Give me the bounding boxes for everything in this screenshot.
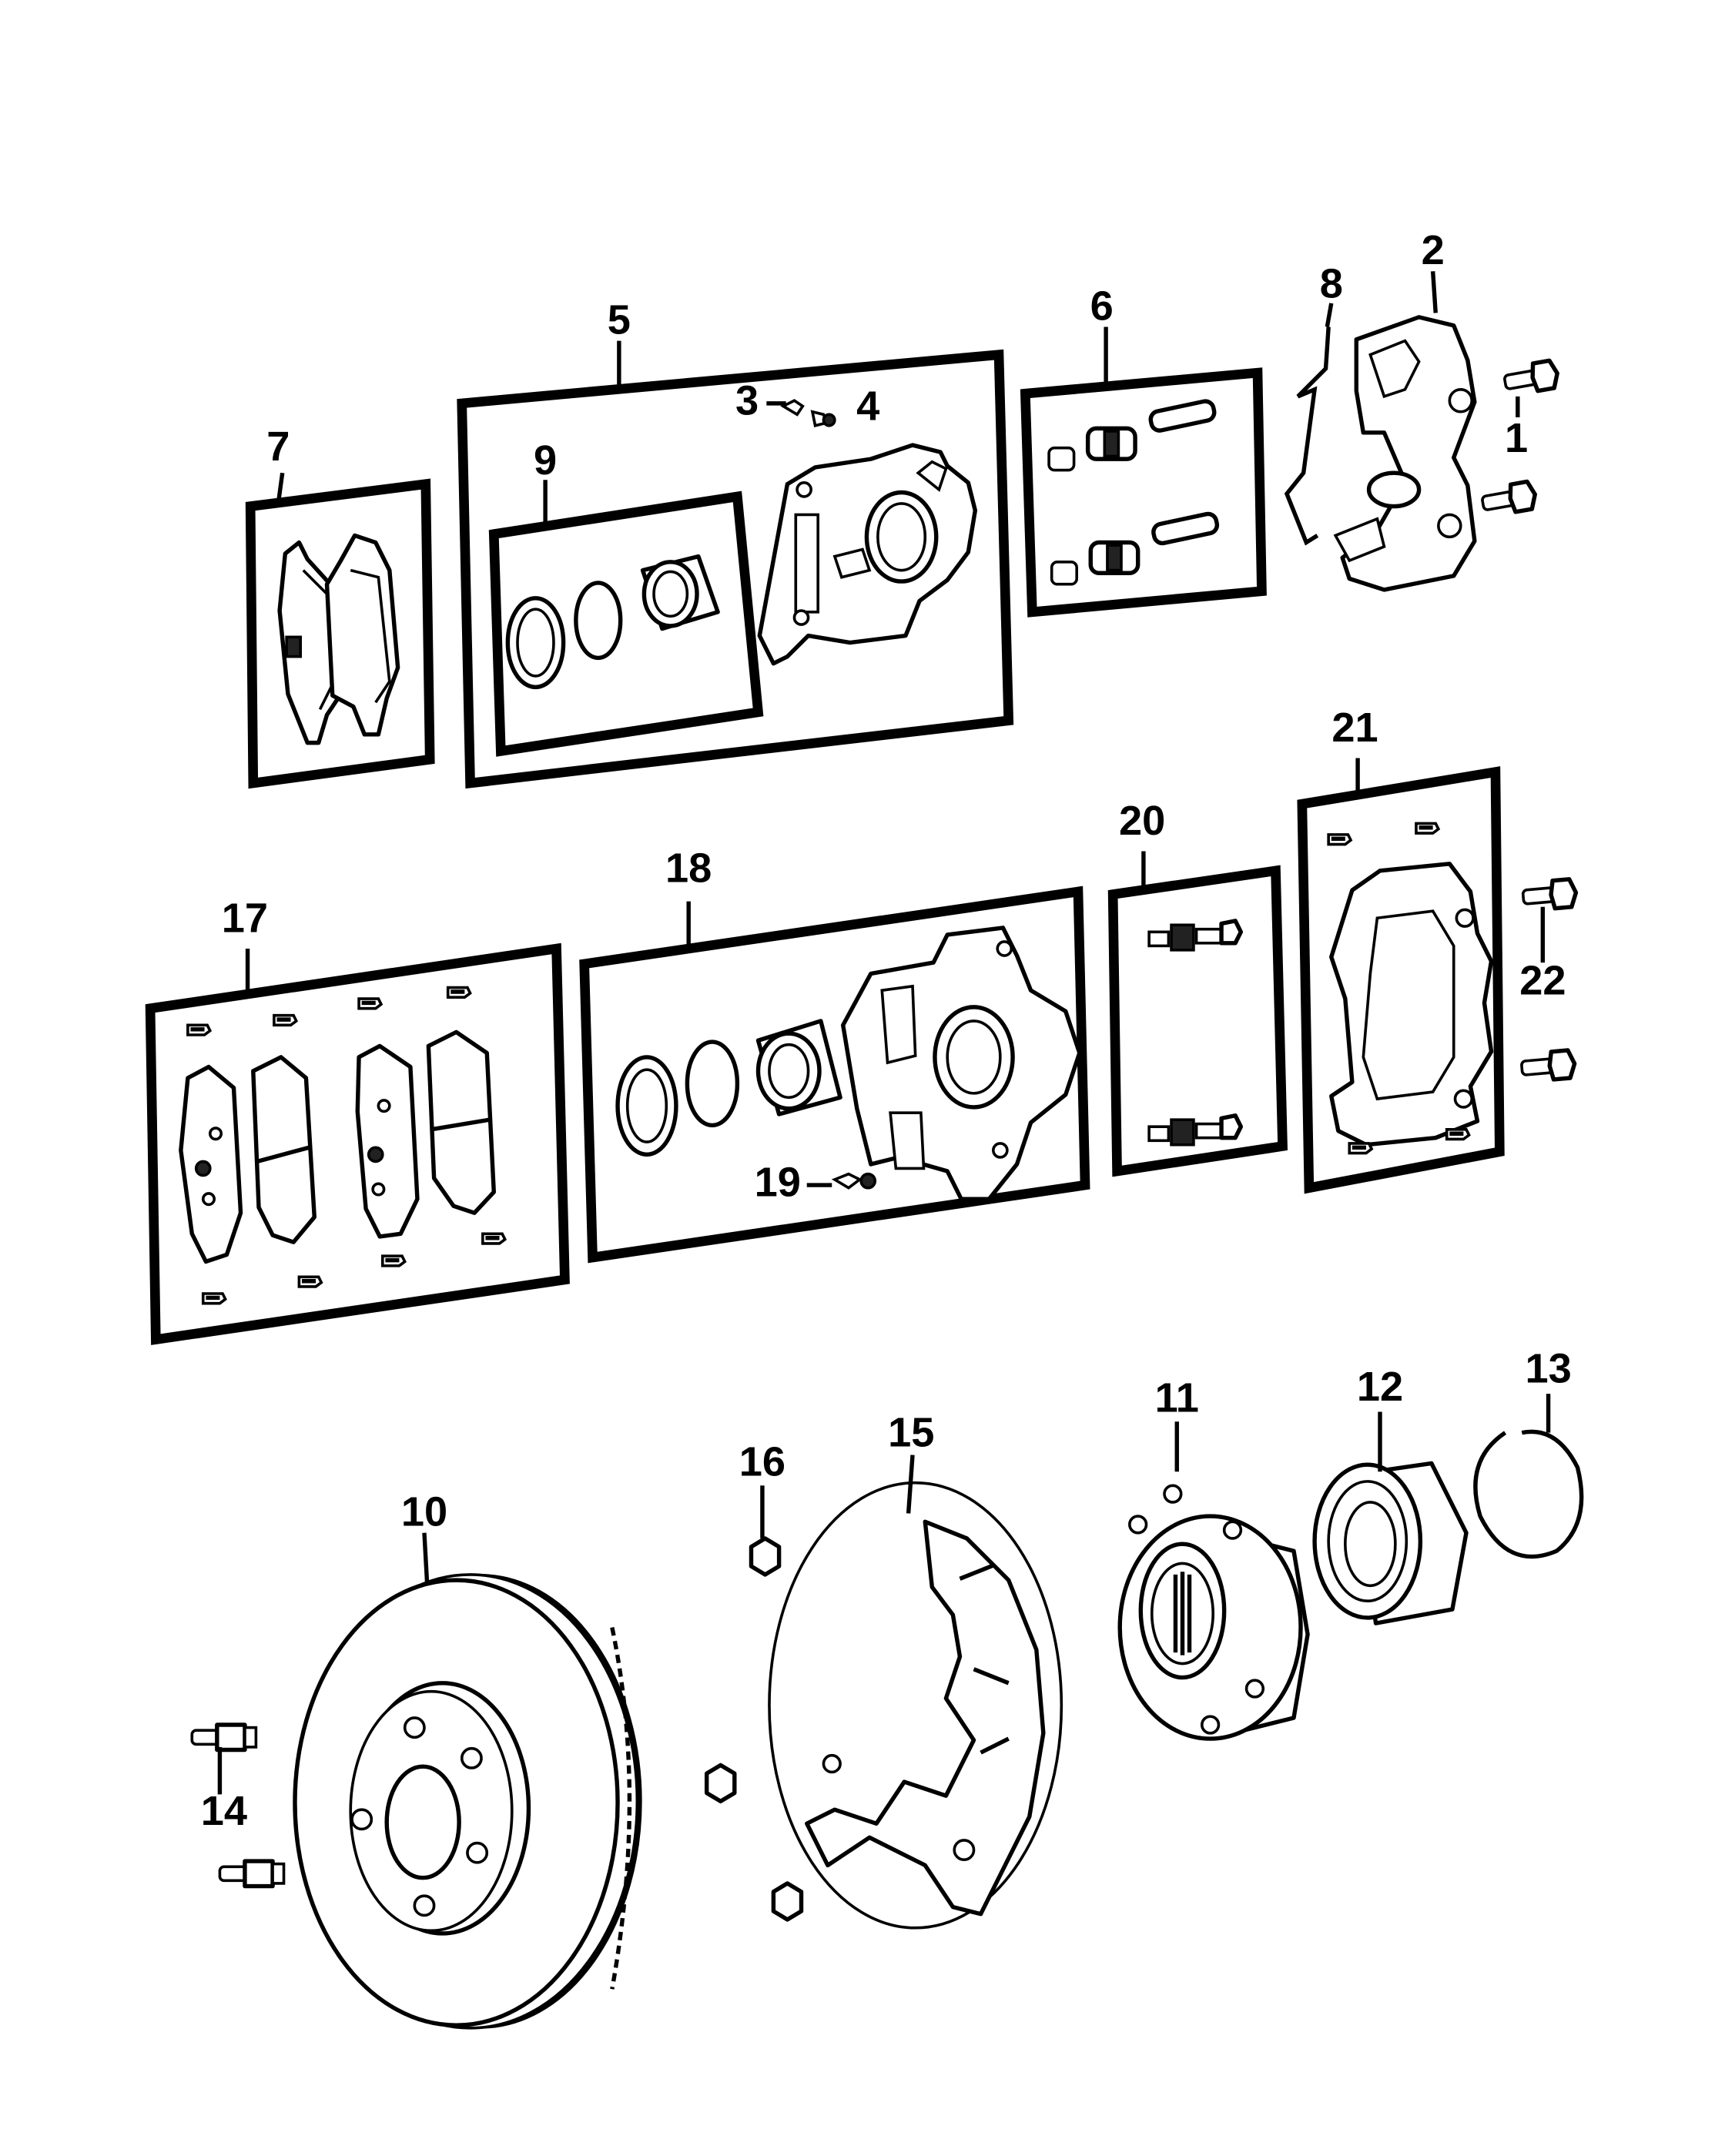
callout-7: 7 bbox=[266, 424, 290, 470]
wheel-hub-11 bbox=[1117, 1484, 1310, 1741]
mounting-bolt-1b bbox=[1481, 480, 1538, 517]
caliper-housing bbox=[757, 443, 978, 666]
caliper-kit-frame-18 bbox=[579, 886, 1090, 1264]
bleeder-cap-3 bbox=[780, 399, 805, 417]
adapter-kit-frame-21 bbox=[1297, 766, 1505, 1194]
brake-pad-inner-b bbox=[355, 1043, 420, 1239]
piston-o-ring bbox=[574, 581, 623, 661]
guide-pin-upper bbox=[1147, 919, 1244, 952]
adapter-bolt-22b bbox=[1521, 1050, 1576, 1082]
caliper-piston bbox=[640, 554, 720, 631]
callout-3: 3 bbox=[735, 377, 759, 424]
callout-4: 4 bbox=[856, 383, 879, 430]
callout-11: 11 bbox=[1155, 1375, 1199, 1421]
callout-6: 6 bbox=[1090, 283, 1114, 329]
callout-22: 22 bbox=[1519, 958, 1566, 1004]
guide-bushing bbox=[1047, 399, 1217, 472]
piston-kit-frame-9 bbox=[488, 490, 764, 757]
brake-pad-inner-a bbox=[179, 1064, 243, 1264]
caliper-adapter-2 bbox=[1333, 315, 1477, 592]
callout-21: 21 bbox=[1331, 705, 1378, 751]
pad-kit-frame-17 bbox=[145, 942, 570, 1345]
guide-pin bbox=[1050, 511, 1220, 586]
anti-rattle-spring-8 bbox=[1284, 326, 1331, 546]
callout-18: 18 bbox=[665, 845, 712, 891]
callout-2: 2 bbox=[1422, 227, 1445, 273]
callout-17: 17 bbox=[222, 895, 268, 941]
wheel-bearing-12 bbox=[1312, 1461, 1469, 1625]
callout-10: 10 bbox=[401, 1489, 447, 1535]
shield-nut-16c bbox=[771, 1881, 804, 1922]
callout-12: 12 bbox=[1357, 1364, 1403, 1410]
leader-lines-row-1 bbox=[276, 271, 1520, 526]
callout-13: 13 bbox=[1525, 1346, 1571, 1392]
callout-8: 8 bbox=[1320, 261, 1343, 307]
pin-kit-frame-20 bbox=[1107, 865, 1288, 1177]
snap-ring-13 bbox=[1473, 1429, 1584, 1559]
callout-20: 20 bbox=[1119, 798, 1165, 844]
callout-5: 5 bbox=[608, 297, 631, 343]
piston-boot-seal bbox=[505, 596, 566, 690]
callout-19: 19 bbox=[755, 1160, 801, 1206]
callout-9: 9 bbox=[534, 437, 557, 484]
dust-shield-15 bbox=[768, 1481, 1063, 1930]
callout-16: 16 bbox=[739, 1439, 785, 1485]
brake-pad-outer bbox=[324, 533, 400, 737]
shield-nut-16b bbox=[704, 1763, 737, 1804]
wheel-stud-14b bbox=[218, 1859, 286, 1889]
caliper-kit-frame-5 bbox=[457, 349, 1014, 789]
callout-14: 14 bbox=[201, 1788, 247, 1834]
brake-rotor-10 bbox=[293, 1573, 642, 2030]
adapter-bolt-22a bbox=[1522, 879, 1577, 911]
brake-pad-outer-a bbox=[251, 1055, 317, 1244]
callout-1: 1 bbox=[1505, 415, 1528, 461]
leader-lines-row-3 bbox=[217, 1394, 1551, 1795]
mounting-bolt-1a bbox=[1502, 360, 1559, 397]
caliper-housing-b bbox=[841, 926, 1082, 1201]
wheel-stud-14a bbox=[190, 1722, 258, 1753]
guide-pin-lower bbox=[1147, 1113, 1244, 1147]
piston-boot-seal-b bbox=[615, 1055, 678, 1157]
leader-lines-row-2 bbox=[245, 758, 1546, 999]
caliper-adapter-21 bbox=[1329, 862, 1494, 1147]
callout-labels: 1 2 3 4 5 6 7 8 9 10 11 12 13 14 15 16 1… bbox=[201, 227, 1572, 1834]
caliper-piston-b bbox=[755, 1019, 842, 1116]
pad-set-frame-7 bbox=[245, 478, 435, 789]
pin-kit-frame-6 bbox=[1020, 367, 1267, 618]
shield-nut-16a bbox=[749, 1536, 782, 1577]
callout-15: 15 bbox=[888, 1410, 934, 1456]
bleeder-screw-19 bbox=[831, 1172, 877, 1190]
brake-pad-outer-b bbox=[426, 1029, 496, 1215]
piston-o-ring-b bbox=[685, 1040, 740, 1128]
bleeder-screw-4 bbox=[810, 410, 836, 427]
